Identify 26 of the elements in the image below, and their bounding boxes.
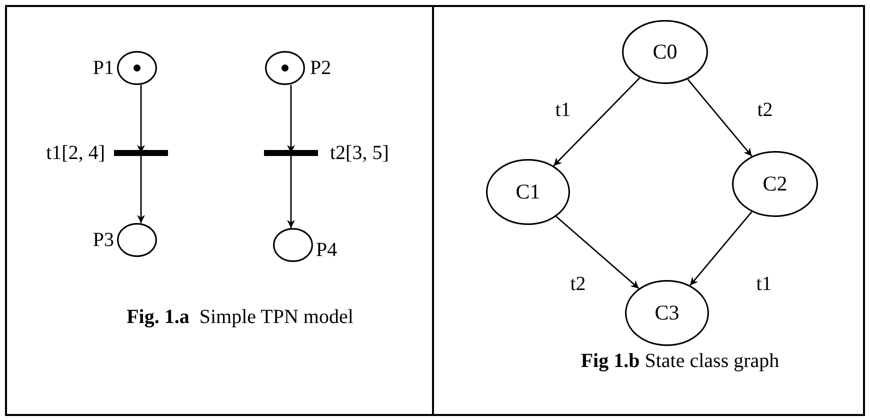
state-ellipse: C1 bbox=[486, 159, 570, 225]
place-label: P3 bbox=[92, 230, 114, 250]
place-circle bbox=[117, 223, 157, 257]
arrow bbox=[687, 78, 752, 157]
figure-caption: Fig. 1.a Simple TPN model bbox=[126, 306, 354, 329]
place-circle bbox=[117, 51, 157, 85]
arrow bbox=[690, 211, 752, 286]
transition-bar bbox=[264, 150, 318, 156]
transition-label: t1[2, 4] bbox=[46, 143, 105, 163]
transition-label: t2[3, 5] bbox=[330, 143, 389, 163]
state-ellipse: C0 bbox=[622, 20, 708, 84]
place-label: P1 bbox=[92, 58, 114, 78]
place-circle bbox=[273, 228, 313, 262]
arrow bbox=[137, 85, 145, 153]
arrow bbox=[553, 77, 640, 166]
state-ellipse: C2 bbox=[732, 151, 818, 217]
arrow bbox=[287, 156, 295, 228]
state-ellipse: C3 bbox=[625, 280, 709, 346]
arrow bbox=[556, 216, 640, 290]
figure-caption: Fig 1.b State class graph bbox=[580, 350, 780, 373]
place-label: P4 bbox=[316, 240, 338, 260]
arrow bbox=[287, 85, 295, 153]
place-circle bbox=[265, 51, 305, 85]
arrow bbox=[137, 156, 145, 223]
transition-bar bbox=[114, 150, 168, 156]
place-label: P2 bbox=[310, 58, 332, 78]
